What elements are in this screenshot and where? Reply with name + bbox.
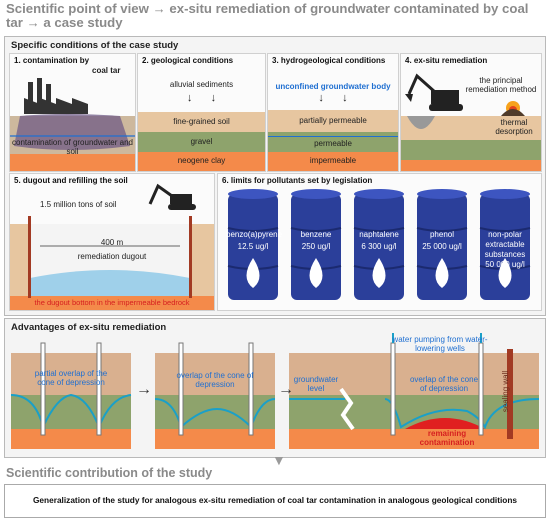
panel-ex-situ: 4. ex-situ remediation the principal rem… bbox=[400, 53, 542, 172]
page-title: Scientific point of view → ex-situ remed… bbox=[6, 1, 529, 30]
section-title: Advantages of ex-situ remediation bbox=[11, 322, 167, 333]
wall-label: sealing wall bbox=[501, 370, 511, 413]
excavator-icon bbox=[405, 73, 525, 129]
footer-title: Scientific contribution of the study bbox=[6, 466, 213, 480]
layer-label: gravel bbox=[190, 137, 213, 146]
dugout-label: remediation dugout bbox=[77, 252, 147, 261]
panel-title: 3. hydrogeological conditions bbox=[272, 56, 386, 65]
panel-title: 6. limits for pollutants set by legislat… bbox=[222, 176, 373, 185]
arrow-icon: → bbox=[136, 381, 152, 398]
barrel-name: benzene bbox=[300, 230, 332, 239]
pollutant-barrel: phenol 25 000 ug/l bbox=[415, 188, 469, 310]
down-arrows: ↓ ↓ bbox=[318, 92, 348, 104]
remaining-label: remaining contamination bbox=[419, 429, 475, 447]
barrel-name: benzo(a)pyrene bbox=[226, 230, 283, 239]
panel-caption: contamination of groundwater and soil bbox=[12, 138, 133, 156]
layer-partially bbox=[268, 110, 398, 132]
dugout-diagram bbox=[10, 183, 214, 310]
panel-hydrogeology: 3. hydrogeological conditions unconfined… bbox=[267, 53, 399, 172]
barrel-name: non-polar extractable substances bbox=[484, 230, 526, 259]
layer-gravel bbox=[138, 132, 265, 152]
panel-limits: 6. limits for pollutants set by legislat… bbox=[217, 173, 542, 311]
case-study-conditions-box: Specific conditions of the case study 1.… bbox=[4, 36, 546, 316]
panel-title: 1. contamination by bbox=[14, 56, 90, 65]
layer-label: partially permeable bbox=[299, 116, 367, 125]
down-arrow-icon: ▼ bbox=[272, 452, 286, 468]
arrow-icon: → bbox=[278, 381, 294, 398]
gw-label: groundwater level bbox=[293, 375, 339, 393]
pollutant-barrel: naphtalene 6 300 ug/l bbox=[352, 188, 406, 310]
method-name: thermal desorption bbox=[495, 118, 533, 136]
panel-contamination: 1. contamination by coal tar contaminati… bbox=[9, 53, 136, 172]
barrel-limit: 250 ug/l bbox=[301, 242, 331, 251]
diagram-label: overlap of the cone of depression bbox=[409, 375, 479, 393]
cone-diagrams bbox=[10, 333, 540, 449]
layer-label: permeable bbox=[314, 139, 352, 148]
panel-title: 4. ex-situ remediation bbox=[405, 56, 488, 65]
barrel-limit: 50 000 ug/l bbox=[485, 260, 525, 269]
layer-impermeable bbox=[268, 152, 398, 171]
width-label: 400 m bbox=[100, 238, 124, 247]
pumping-label: water pumping from water-lowering wells bbox=[392, 335, 488, 353]
factory-icon bbox=[10, 78, 135, 171]
footer-box: Generalization of the study for analogou… bbox=[4, 484, 546, 518]
layer-label: fine-grained soil bbox=[173, 117, 230, 126]
layer-permeable bbox=[268, 132, 398, 152]
barrel-limit: 6 300 ug/l bbox=[361, 242, 397, 251]
layer-fine-soil bbox=[138, 112, 265, 132]
panel-title: 2. geological conditions bbox=[142, 56, 234, 65]
groundwater-body-label: unconfined groundwater body bbox=[275, 82, 391, 91]
section-title: Specific conditions of the case study bbox=[11, 40, 179, 51]
diagram-label: overlap of the cone of depression bbox=[176, 371, 254, 389]
layer-clay bbox=[401, 160, 541, 171]
panel-dugout: 5. dugout and refilling the soil 1.5 mil… bbox=[9, 173, 215, 311]
tons-label: 1.5 million tons of soil bbox=[40, 200, 117, 209]
pollutant-barrel: benzene 250 ug/l bbox=[289, 188, 343, 310]
footer-text: Generalization of the study for analogou… bbox=[32, 495, 518, 505]
panel-subtitle: coal tar bbox=[92, 66, 121, 75]
layer-gravel bbox=[401, 140, 541, 160]
layer-label: impermeable bbox=[309, 156, 357, 165]
barrel-name: phenol bbox=[429, 230, 455, 239]
panel-title: 5. dugout and refilling the soil bbox=[14, 176, 128, 185]
pollutant-barrel: benzo(a)pyrene 12.5 ug/l bbox=[226, 188, 283, 310]
method-note: the principal remediation method bbox=[465, 76, 537, 94]
panel-geology: 2. geological conditions alluvial sedime… bbox=[137, 53, 266, 172]
barrel-limit: 12.5 ug/l bbox=[237, 242, 269, 251]
diagram-label: partial overlap of the cone of depressio… bbox=[34, 369, 108, 387]
dugout-bottom-label: the dugout bottom in the impermeable bed… bbox=[34, 298, 190, 307]
advantages-box: Advantages of ex-situ remediation partia… bbox=[4, 318, 546, 458]
barrel-limit: 25 000 ug/l bbox=[422, 242, 462, 251]
layer-clay bbox=[138, 152, 265, 171]
water-line bbox=[268, 136, 398, 137]
alluvial-label: alluvial sediments bbox=[169, 80, 234, 89]
layer-label: neogene clay bbox=[177, 156, 226, 165]
down-arrows: ↓ ↓ bbox=[186, 92, 217, 104]
barrel-name: naphtalene bbox=[359, 230, 399, 239]
